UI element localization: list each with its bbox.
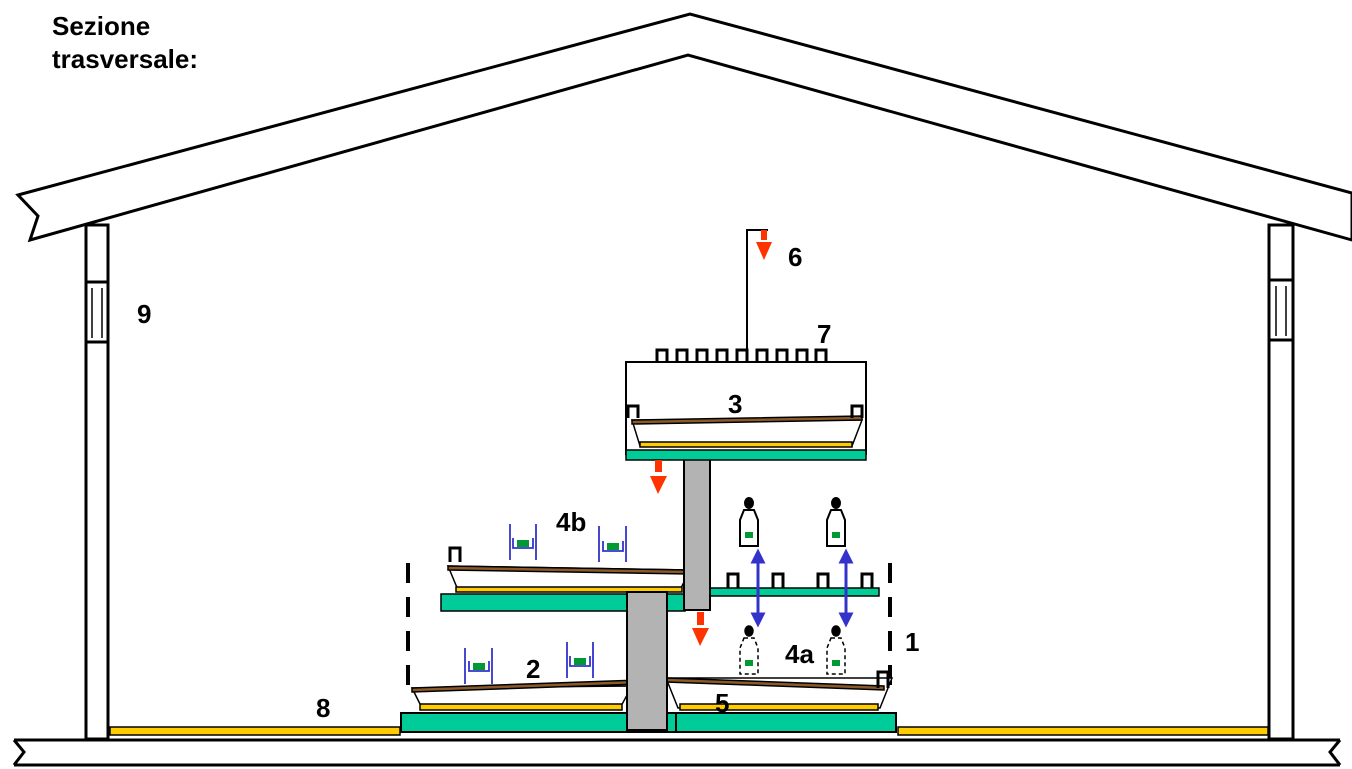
feeder-4b-left-icon [509,524,537,560]
top-unit-tray [625,404,867,461]
feeder-2-right-icon [566,642,594,678]
ground [12,738,1342,767]
diagram-title: Sezione trasversale: [52,11,198,74]
label-1: 1 [905,627,919,657]
bottom-right-tray [664,670,894,711]
nipple-drinker-upper-right-icon [826,497,846,547]
label-4b: 4b [556,507,586,537]
feeder-2-left-icon [464,648,493,684]
nipple-drinker-upper-left-icon [739,497,759,547]
nipple-drinker-lower-left-icon [739,625,759,675]
drinker-top-icon [650,460,667,494]
label-5: 5 [715,688,729,718]
right-wall-window [1275,286,1287,336]
label-8: 8 [316,693,330,723]
left-wall [84,223,110,741]
drinker-middle-icon [692,612,709,646]
left-wall-window [91,288,103,338]
roof [15,12,1352,243]
aviary-dashed-frame [406,563,892,690]
label-6: 6 [788,242,802,272]
drinker-6-icon [756,230,772,260]
label-7: 7 [817,319,831,349]
nipple-drinker-lower-right-icon [826,625,846,675]
lower-pillar [626,591,668,731]
top-perches [655,348,828,362]
bottom-left-tray [410,679,641,711]
height-adjust-arrows [750,548,854,628]
feeder-4b-right-icon [598,526,627,562]
label-3: 3 [728,389,742,419]
label-4a: 4a [785,639,814,669]
middle-right-shelf [707,587,880,597]
middle-right-perches [726,572,874,588]
right-wall [1267,223,1295,741]
upper-pillar [683,451,711,611]
label-2: 2 [526,654,540,684]
label-9: 9 [137,299,151,329]
